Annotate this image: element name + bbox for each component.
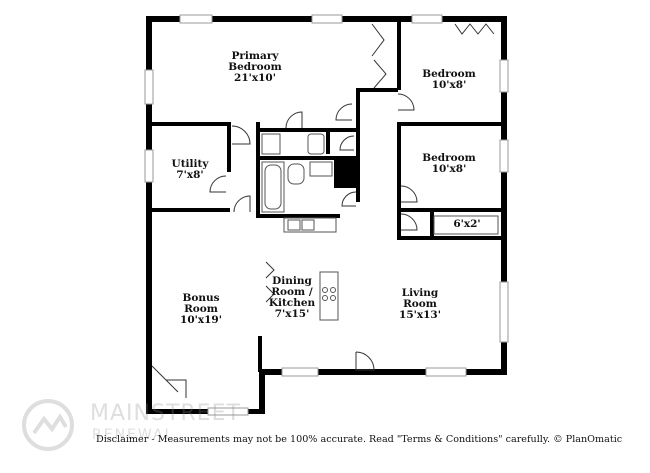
dining-kitchen-name-line-2: Room /	[271, 286, 313, 298]
bonus-room-label: Bonus Room 10'x19'	[180, 293, 222, 326]
primary-bedroom-label: Primary Bedroom 21'x10'	[228, 51, 282, 84]
doors	[151, 23, 495, 398]
watermark: MAINSTREET RENEWAL	[20, 397, 240, 455]
bedroom-2-name: Bedroom	[422, 152, 476, 164]
watermark-name: MAINSTREET	[90, 401, 241, 426]
closet-label: 6'x2'	[453, 219, 480, 230]
primary-bedroom-name-line-1: Primary	[231, 50, 279, 62]
watermark-logo-icon	[22, 399, 74, 451]
bedroom-2-dimensions: 10'x8'	[431, 163, 467, 175]
dining-kitchen-name-line-1: Dining	[272, 275, 312, 287]
dining-kitchen-name-line-3: Kitchen	[268, 297, 316, 309]
closet-dimensions: 6'x2'	[453, 218, 481, 230]
disclaimer-text: Disclaimer - Measurements may not be 100…	[96, 434, 623, 445]
utility-name: Utility	[171, 158, 209, 170]
windows	[144, 14, 509, 416]
bonus-room-name-line-1: Bonus	[182, 292, 220, 304]
dining-kitchen-label: Dining Room / Kitchen 7'x15'	[269, 276, 315, 320]
living-room-dimensions: 15'x13'	[399, 309, 441, 321]
fixtures	[261, 133, 499, 321]
watermark-subtitle: RENEWAL	[92, 427, 175, 443]
living-room-name-line-2: Room	[403, 298, 437, 310]
utility-label: Utility 7'x8'	[172, 159, 209, 181]
bedroom-2-label: Bedroom 10'x8'	[422, 153, 476, 175]
living-room-label: Living Room 15'x13'	[399, 288, 441, 321]
bonus-room-name-line-2: Room	[184, 303, 218, 315]
living-room-name-line-1: Living	[401, 287, 439, 299]
dining-kitchen-dimensions: 7'x15'	[274, 308, 310, 320]
bedroom-1-label: Bedroom 10'x8'	[422, 69, 476, 91]
bedroom-1-name: Bedroom	[422, 68, 476, 80]
interior-walls	[150, 20, 503, 372]
bonus-room-dimensions: 10'x19'	[180, 314, 222, 326]
primary-bedroom-name-line-2: Bedroom	[228, 61, 282, 73]
primary-bedroom-dimensions: 21'x10'	[234, 72, 276, 84]
utility-dimensions: 7'x8'	[176, 169, 204, 181]
bedroom-1-dimensions: 10'x8'	[431, 79, 467, 91]
